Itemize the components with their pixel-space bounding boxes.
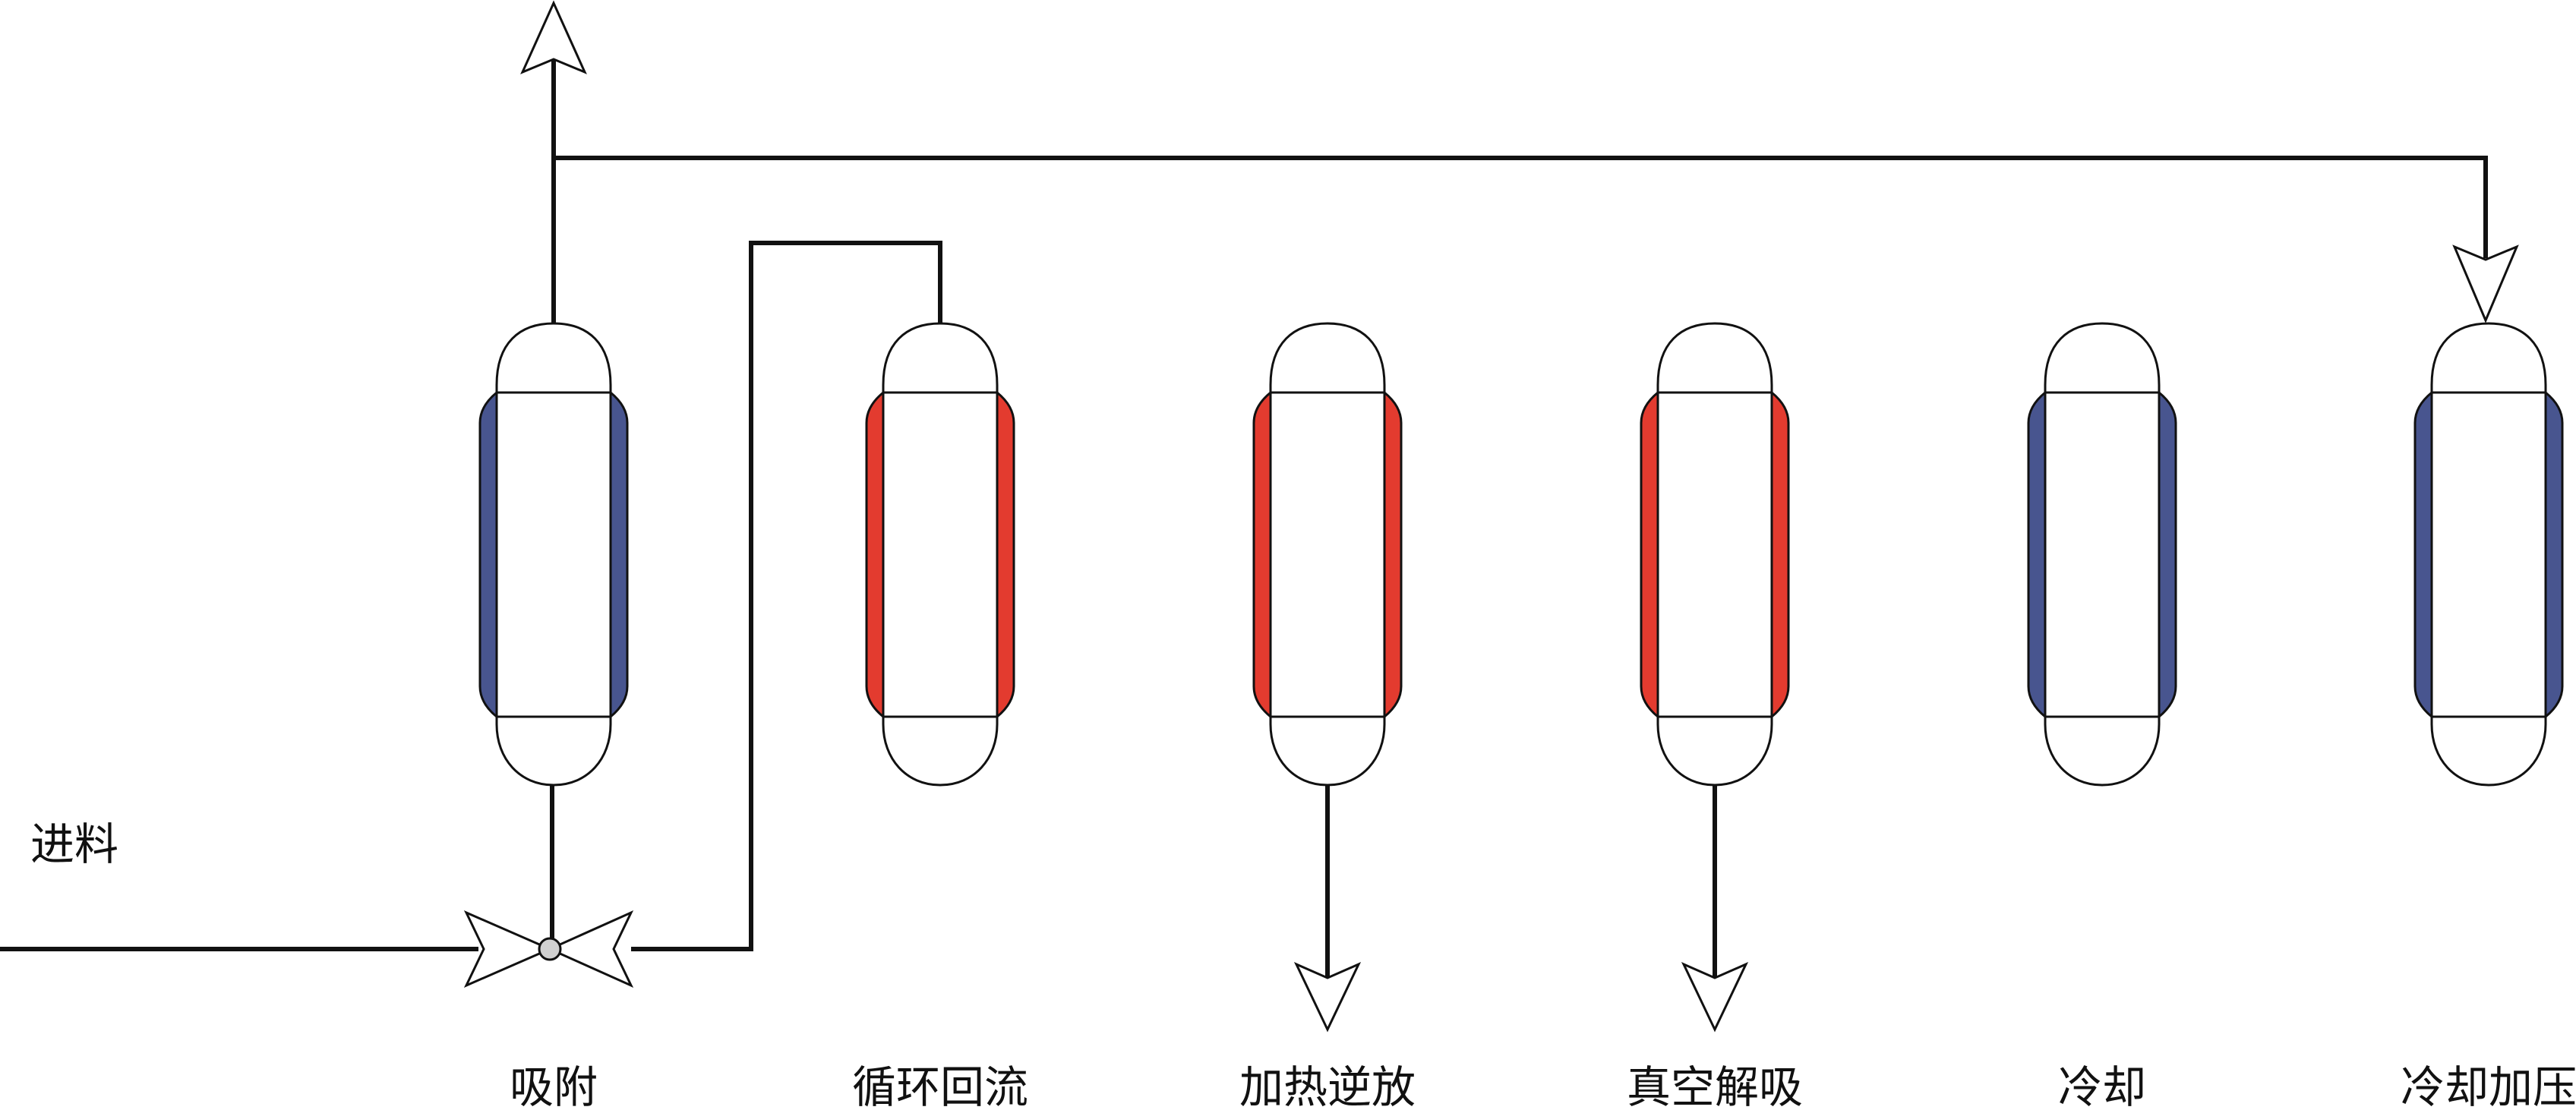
valve-center-icon	[538, 937, 562, 961]
adsorber-vessel	[865, 322, 1015, 787]
vessel-top-head	[495, 322, 612, 393]
stage-label: 冷却	[2058, 1061, 2146, 1110]
vessel-body	[882, 391, 999, 718]
stage-label: 真空解吸	[1627, 1061, 1803, 1110]
vessel-top-head	[1269, 322, 1386, 393]
jacket-left	[478, 389, 498, 720]
jacket-right	[1770, 389, 1790, 720]
jacket-right	[2158, 389, 2177, 720]
pressurization-arrow	[2452, 244, 2519, 323]
product-outlet-arrow	[520, 0, 587, 74]
vessel-top-head	[882, 322, 999, 393]
adsorber-vessel	[478, 322, 629, 787]
pressurization-pipe	[554, 156, 2488, 258]
stage-labels: 吸附 循环回流 加热逆放 真空解吸 冷却 冷却加压	[510, 1061, 2576, 1110]
adsorber-vessel	[2413, 322, 2564, 787]
stage-label: 冷却加压	[2401, 1061, 2576, 1110]
jacket-left	[865, 389, 885, 720]
adsorber-vessel	[1640, 322, 1790, 787]
recycle-pipe	[631, 241, 942, 951]
vessel-top-head	[2044, 322, 2161, 393]
vessel-body	[495, 391, 612, 718]
jacket-right	[996, 389, 1015, 720]
vessel-top-head	[2430, 322, 2547, 393]
jacket-left	[1252, 389, 1272, 720]
jacket-right	[1383, 389, 1403, 720]
vessel-bottom-head	[495, 717, 612, 787]
jacket-left	[2413, 389, 2433, 720]
vessel4-outlet-arrow	[1681, 962, 1749, 1033]
stage-label: 循环回流	[852, 1061, 1028, 1110]
feed-label: 进料	[30, 818, 118, 870]
vessel-bottom-head	[882, 717, 999, 787]
vessel-top-head	[1656, 322, 1773, 393]
vessel-body	[2044, 391, 2161, 718]
jacket-right	[2544, 389, 2564, 720]
vessel-bottom-head	[1269, 717, 1386, 787]
valve-left-arrow	[463, 910, 553, 988]
stage-label: 吸附	[510, 1061, 598, 1110]
vessel-body	[1656, 391, 1773, 718]
vessels	[478, 322, 2564, 787]
vessel-bottom-head	[2044, 717, 2161, 787]
vessel-bottom-head	[2430, 717, 2547, 787]
vessel-body	[2430, 391, 2547, 718]
jacket-left	[1640, 389, 1659, 720]
three-way-valve[interactable]	[463, 910, 634, 989]
stage-label: 加热逆放	[1239, 1061, 1416, 1110]
jacket-left	[2027, 389, 2047, 720]
adsorber-vessel	[1252, 322, 1403, 787]
vessel-body	[1269, 391, 1386, 718]
valve-right-arrow	[547, 910, 634, 989]
jacket-right	[609, 389, 629, 720]
vessel3-outlet-arrow	[1293, 962, 1362, 1033]
vessel-bottom-head	[1656, 717, 1773, 787]
adsorber-vessel	[2027, 322, 2177, 787]
